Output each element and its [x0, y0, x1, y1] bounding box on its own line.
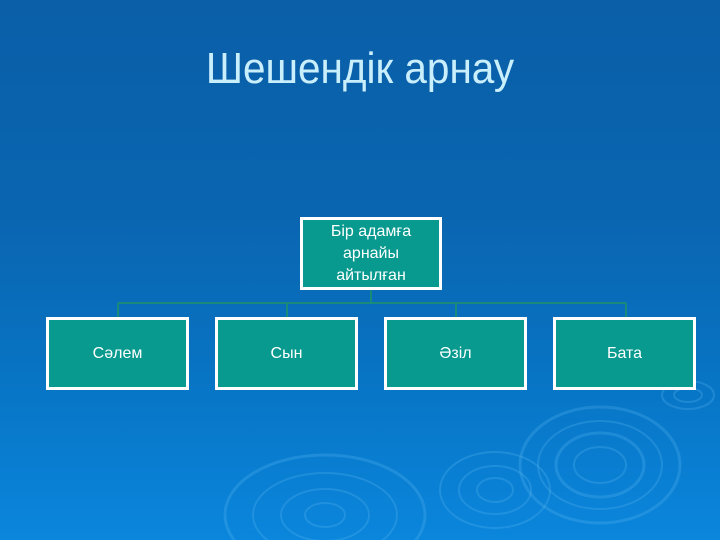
org-chart-root-node: Бір адамға арнайы айтылған	[300, 217, 442, 290]
root-node-label: Бір адамға арнайы айтылған	[330, 222, 412, 284]
child-node-label: Бата	[606, 344, 643, 362]
org-chart-child-node-azil: Әзіл	[384, 317, 527, 390]
slide-title: Шешендік арнау	[205, 44, 515, 93]
org-chart-child-node-syn: Сын	[215, 317, 358, 390]
child-node-label: Сын	[270, 344, 303, 362]
child-node-label: Әзіл	[439, 344, 472, 362]
child-node-label: Сәлем	[92, 344, 143, 362]
org-chart-child-node-bata: Бата	[553, 317, 696, 390]
org-chart-child-node-salem: Сәлем	[46, 317, 189, 390]
